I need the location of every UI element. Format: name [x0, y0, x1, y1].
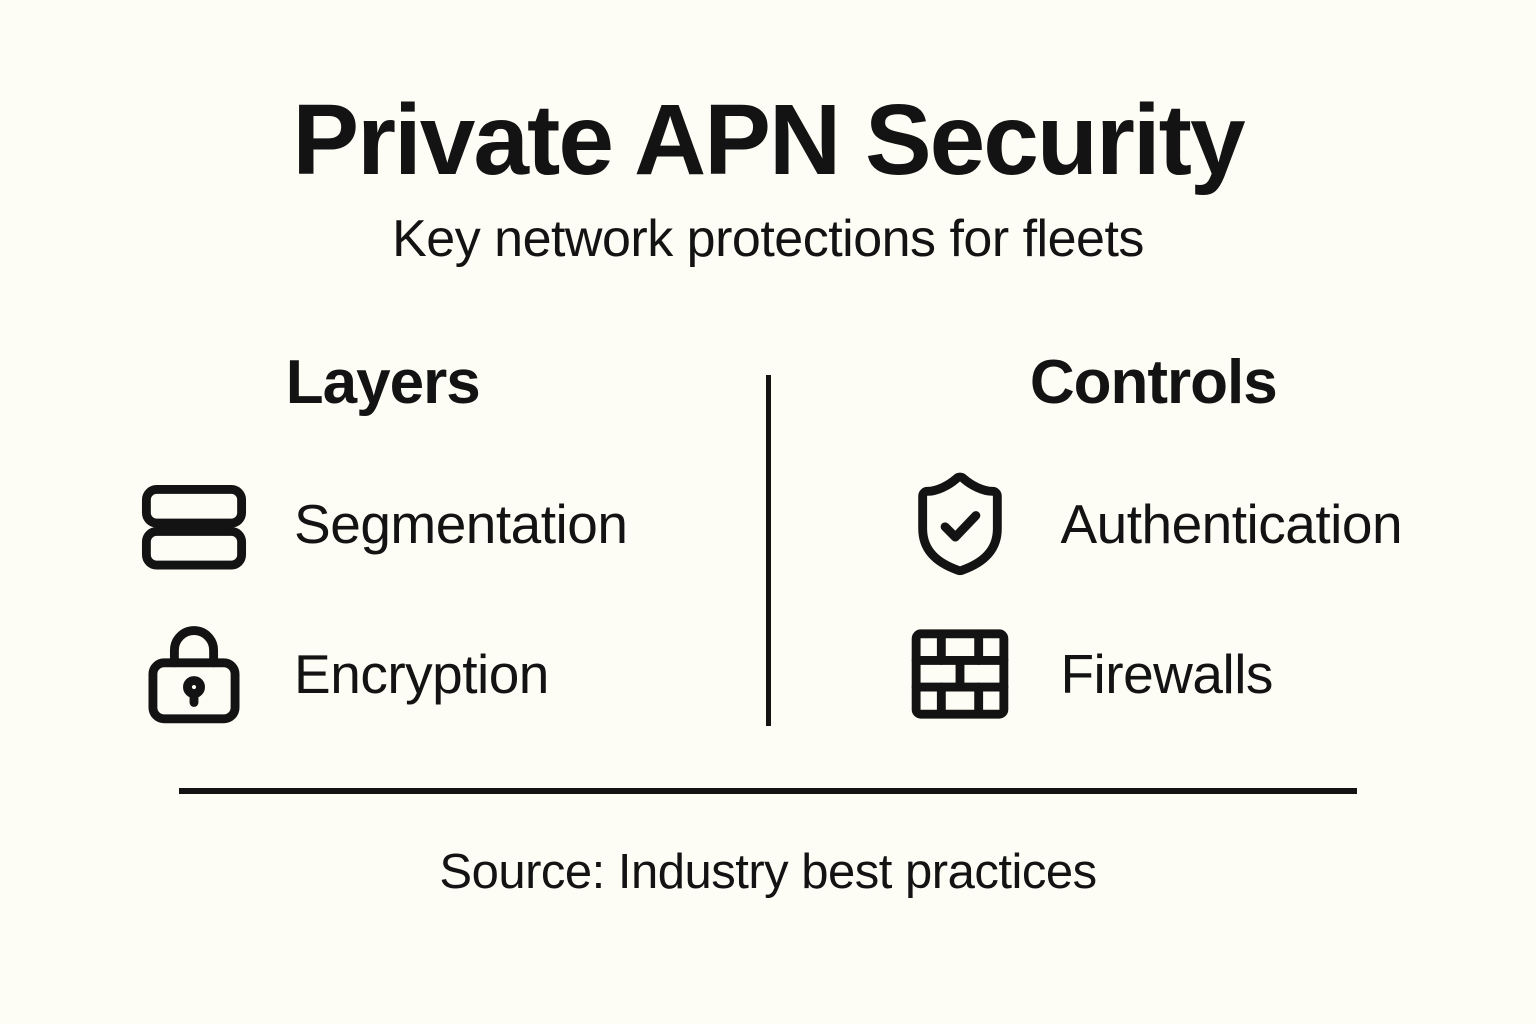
- shield-check-icon: [904, 468, 1016, 580]
- brick-wall-icon: [904, 618, 1016, 730]
- list-item-segmentation: Segmentation: [138, 468, 628, 580]
- page-subtitle: Key network protections for fleets: [392, 210, 1144, 268]
- source-note: Source: Industry best practices: [439, 845, 1097, 899]
- item-label-segmentation: Segmentation: [294, 493, 628, 555]
- item-label-firewalls: Firewalls: [1060, 643, 1273, 705]
- column-controls: Controls Authentication: [771, 347, 1536, 730]
- item-label-encryption: Encryption: [294, 643, 549, 705]
- item-label-authentication: Authentication: [1060, 493, 1403, 555]
- vertical-divider: [765, 375, 771, 726]
- columns-section: Layers Segmentation: [0, 347, 1536, 730]
- lock-icon: [138, 618, 250, 730]
- column-layers: Layers Segmentation: [0, 347, 766, 730]
- list-item-authentication: Authentication: [904, 468, 1403, 580]
- list-item-firewalls: Firewalls: [904, 618, 1402, 730]
- list-item-encryption: Encryption: [138, 618, 627, 730]
- page-title: Private APN Security: [292, 84, 1245, 196]
- column-header-layers: Layers: [285, 348, 481, 417]
- horizontal-rule: [179, 788, 1357, 794]
- column-header-controls: Controls: [1029, 348, 1278, 417]
- layers-icon: [138, 468, 250, 580]
